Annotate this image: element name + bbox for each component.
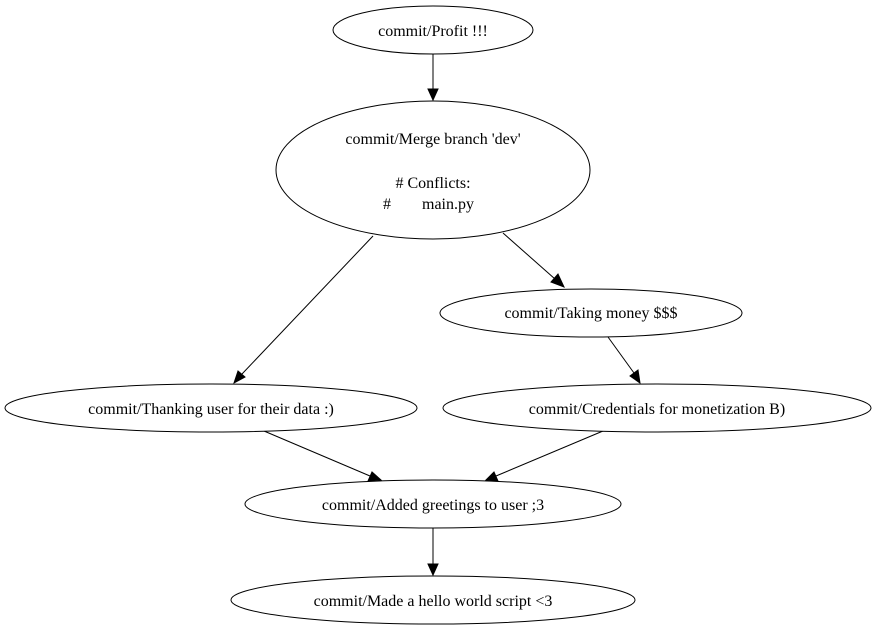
edge-merge-to-taking-money (502, 232, 565, 288)
node-profit: commit/Profit !!! (332, 5, 534, 55)
edge-greetings-to-hello-world (427, 528, 439, 577)
node-hello-world: commit/Made a hello world script <3 (230, 575, 636, 625)
edge-taking-money-to-credentials (607, 336, 641, 385)
node-credentials-label: commit/Credentials for monetization B) (529, 401, 785, 418)
node-thanking: commit/Thanking user for their data :) (4, 383, 418, 433)
node-credentials: commit/Credentials for monetization B) (442, 383, 872, 433)
node-merge-label-line3-file: main.py (422, 196, 474, 213)
node-greetings-label: commit/Added greetings to user ;3 (322, 497, 544, 514)
node-profit-label: commit/Profit !!! (378, 23, 488, 40)
edge-merge-to-thanking (233, 235, 374, 385)
node-merge-label-line1: commit/Merge branch 'dev' (345, 131, 520, 148)
node-taking-money-label: commit/Taking money $$$ (504, 305, 677, 322)
node-merge-label-line3-hash: # (383, 196, 391, 213)
node-merge-label-line2: # Conflicts: (395, 175, 470, 192)
node-merge: commit/Merge branch 'dev' # Conflicts: #… (275, 100, 591, 240)
edges (233, 54, 641, 577)
node-thanking-label: commit/Thanking user for their data :) (88, 401, 334, 418)
edge-thanking-to-greetings (263, 430, 383, 482)
node-greetings: commit/Added greetings to user ;3 (244, 479, 622, 529)
node-taking-money: commit/Taking money $$$ (439, 288, 743, 338)
node-hello-world-label: commit/Made a hello world script <3 (314, 593, 553, 610)
edge-profit-to-merge (427, 54, 439, 102)
edge-credentials-to-greetings (484, 430, 604, 482)
